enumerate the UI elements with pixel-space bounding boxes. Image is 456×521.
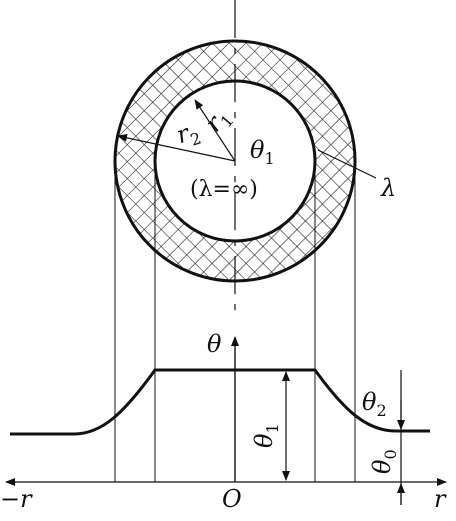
label-theta2-sub: 2 — [376, 401, 386, 420]
label-lambda: λ — [380, 174, 396, 202]
label-theta1-inner: θ1 — [250, 136, 275, 168]
label-theta0-sub: 0 — [381, 449, 400, 459]
label-origin: O — [222, 485, 242, 513]
label-theta-axis: θ — [207, 330, 222, 358]
pipe-cross-section — [113, 39, 377, 283]
lambda-leader — [317, 149, 377, 179]
label-theta1-inner-sub: 1 — [264, 149, 274, 168]
radius-r1-line — [194, 99, 236, 162]
label-theta1-profile: θ1 — [250, 423, 282, 448]
axes — [5, 336, 447, 486]
svg-text:θ0: θ0 — [368, 449, 400, 474]
label-theta1-profile-main: θ — [250, 433, 278, 448]
label-theta0-main: θ — [368, 459, 396, 474]
label-theta2: θ2 — [362, 388, 387, 420]
label-neg-r: −r — [0, 485, 33, 513]
label-lambda-inf: (λ=∞) — [190, 177, 258, 202]
label-r1: r1 — [199, 103, 237, 140]
label-pos-r: r — [434, 485, 447, 513]
label-theta1-profile-sub: 1 — [263, 423, 282, 433]
temperature-profile — [10, 368, 430, 436]
insulation-annulus — [115, 41, 356, 281]
svg-text:θ1: θ1 — [250, 423, 282, 448]
label-theta1-inner-main: θ — [250, 136, 265, 164]
projection-lines — [114, 0, 356, 482]
label-theta2-main: θ — [362, 388, 377, 416]
label-r2: r2 — [173, 116, 203, 153]
radius-r2-line — [117, 133, 236, 162]
label-theta0: θ0 — [368, 449, 400, 474]
